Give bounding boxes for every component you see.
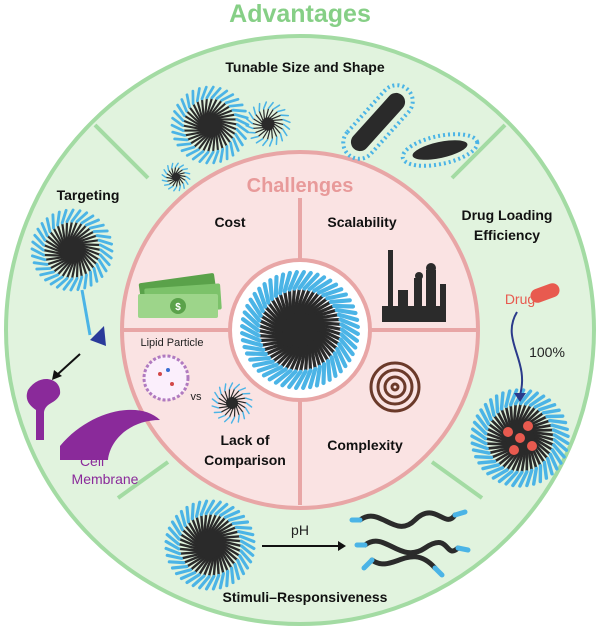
- micelle-drug-loaded-icon: [470, 388, 570, 488]
- drug-payload-dot: [509, 445, 519, 455]
- svg-text:$: $: [175, 302, 181, 313]
- chal-complexity-label: Complexity: [327, 437, 403, 453]
- drug-arrow: [510, 311, 524, 396]
- micelle-stimuli-icon: [164, 499, 256, 591]
- micelle-center-icon: [240, 270, 360, 390]
- adv-left-label: Targeting: [57, 187, 120, 203]
- chal-lack-label-2: Comparison: [204, 452, 286, 468]
- vs-label: vs: [191, 391, 203, 403]
- lipid-particle-icon: [142, 354, 190, 402]
- membrane-label: Membrane: [72, 471, 139, 487]
- drug-payload-dot: [503, 427, 513, 437]
- micelle-top-large-icon: [170, 85, 250, 165]
- title-tab: [215, 0, 385, 32]
- factory-icon: [382, 250, 446, 322]
- cell-membrane-icon: [26, 378, 160, 460]
- chal-scalability-label: Scalability: [327, 214, 396, 230]
- percent-label: 100%: [529, 344, 565, 360]
- ph-arrowhead: [338, 541, 346, 551]
- title: Advantages: [229, 0, 371, 28]
- micelle-group: [30, 85, 570, 591]
- challenges-tab: [235, 170, 365, 198]
- inner-dividers: [122, 198, 478, 505]
- targeting-arrowhead: [52, 370, 62, 380]
- micelle-top-medium-icon: [245, 101, 291, 147]
- money-icon: $: [138, 273, 222, 318]
- cell-label: Cell: [80, 453, 104, 469]
- adv-top-label: Tunable Size and Shape: [225, 59, 384, 75]
- targeting-ligand-icon: [90, 326, 106, 346]
- drug-payload-dot: [523, 421, 533, 431]
- targeting-tether: [80, 289, 92, 336]
- micelle-targeting-icon: [30, 208, 114, 292]
- micelle-comparison-icon: [211, 382, 253, 424]
- adv-right-label-1: Drug Loading: [462, 207, 553, 223]
- drug-capsule-icon: [530, 283, 560, 303]
- chal-cost-label: Cost: [214, 214, 245, 230]
- adv-bottom-label: Stimuli–Responsiveness: [223, 589, 388, 605]
- micelle-top-small-icon: [161, 162, 191, 192]
- adv-right-label-2: Efficiency: [474, 227, 540, 243]
- unimer-chains-icon: [349, 509, 471, 578]
- disc-micelle-icon: [400, 132, 480, 168]
- drug-label: Drug: [505, 291, 535, 307]
- maze-icon: [369, 361, 421, 413]
- inner-title: Challenges: [247, 175, 354, 197]
- outer-dividers: [93, 123, 507, 500]
- targeting-arrow: [57, 353, 81, 375]
- drug-payload-dot: [527, 441, 537, 451]
- drug-payload-dot: [515, 433, 525, 443]
- chal-lack-label-1: Lack of: [220, 432, 269, 448]
- lipid-particle-label: Lipid Particle: [141, 337, 204, 349]
- rod-micelle-icon: [341, 83, 415, 161]
- ph-label: pH: [291, 522, 309, 538]
- drug-arrowhead: [514, 393, 526, 402]
